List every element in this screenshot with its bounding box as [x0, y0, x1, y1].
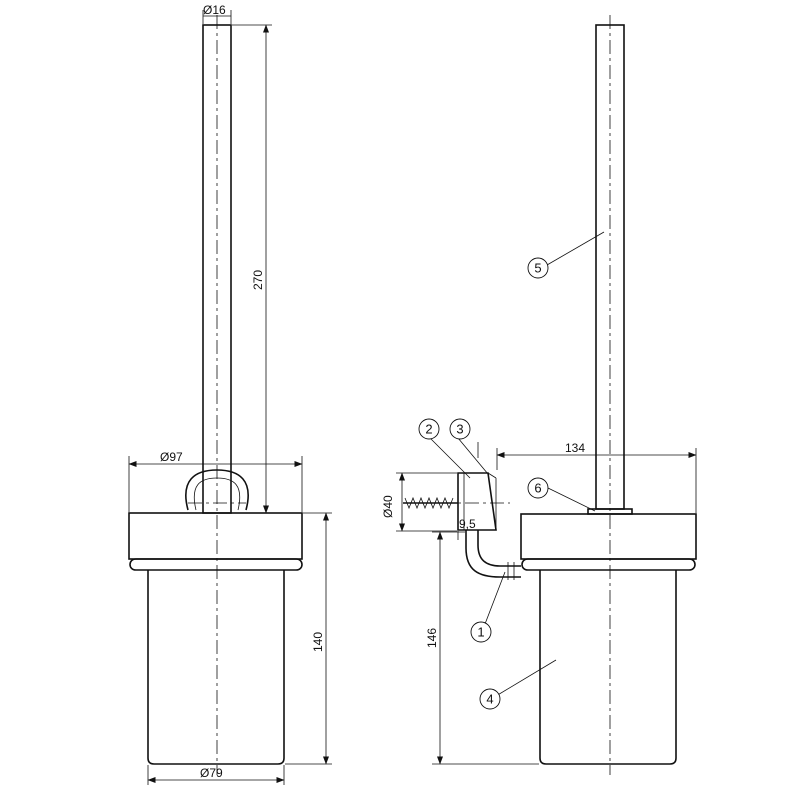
svg-text:4: 4 — [486, 692, 493, 707]
dim-height-140: 140 — [311, 632, 325, 652]
front-view: Ø16 270 Ø97 140 Ø79 — [128, 3, 332, 785]
side-view: Ø40 9,5 134 146 1 2 — [381, 15, 697, 775]
dim-rod-length: 270 — [251, 270, 265, 290]
side-glass-container — [539, 570, 677, 765]
svg-text:1: 1 — [477, 625, 484, 640]
callout-3: 3 — [449, 418, 471, 440]
dim-height-146: 146 — [425, 628, 439, 648]
dim-rod-diameter: Ø16 — [203, 3, 226, 17]
dim-plate-diameter: Ø40 — [381, 495, 395, 518]
front-glass-container — [147, 570, 285, 765]
svg-text:2: 2 — [425, 422, 432, 437]
svg-text:3: 3 — [456, 422, 463, 437]
svg-text:6: 6 — [534, 481, 541, 496]
callout-2: 2 — [418, 418, 440, 440]
side-holder-rim — [521, 558, 696, 571]
dim-offset: 9,5 — [459, 517, 476, 531]
dim-holder-diameter: Ø97 — [160, 450, 183, 464]
callout-6: 6 — [527, 477, 549, 499]
svg-text:5: 5 — [534, 261, 541, 276]
front-holder-rim — [129, 558, 303, 571]
dim-depth: 134 — [565, 441, 585, 455]
callout-4: 4 — [479, 688, 501, 710]
mounting-arm — [465, 530, 521, 578]
callout-5: 5 — [527, 257, 549, 279]
callout-1: 1 — [470, 621, 492, 643]
front-holder-cup — [128, 512, 303, 560]
side-holder-cup — [520, 513, 697, 560]
dim-glass-diameter: Ø79 — [200, 766, 223, 780]
